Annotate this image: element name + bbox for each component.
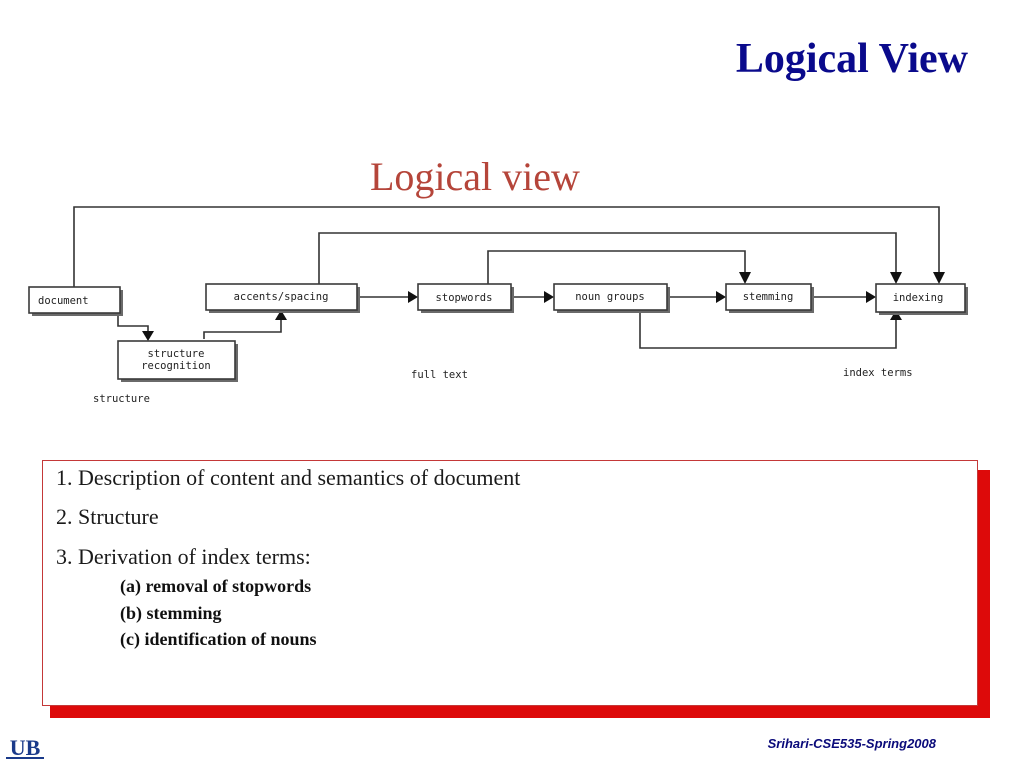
arrowhead-indexing-left	[866, 291, 876, 303]
node-noun-groups: noun groups	[553, 283, 670, 313]
logical-view-diagram: Logical view document structure recognit…	[28, 154, 968, 405]
node-accents-spacing-label: accents/spacing	[234, 291, 329, 303]
ub-logo-text: UB	[10, 735, 41, 760]
annotation-index-terms: index terms	[843, 367, 913, 379]
node-accents-spacing: accents/spacing	[205, 283, 360, 313]
node-structure-recognition-line1: structure	[148, 348, 205, 360]
edge-noun-groups-to-indexing	[639, 311, 897, 349]
diagram-heading: Logical view	[370, 154, 580, 199]
slide-title: Logical View	[735, 36, 968, 82]
point-2: 2. Structure	[56, 504, 159, 530]
annotation-full-text: full text	[411, 369, 468, 381]
annotation-structure: structure	[93, 393, 150, 405]
ub-logo: UB	[4, 732, 46, 762]
arrowhead-indexing-top-right	[933, 272, 945, 284]
node-structure-recognition: structure recognition	[117, 340, 238, 382]
sub-item-c: (c) identification of nouns	[120, 629, 317, 650]
node-stemming-label: stemming	[743, 291, 794, 303]
edge-stopwords-to-stemming	[487, 250, 746, 284]
text-box: 1. Description of content and semantics …	[42, 460, 978, 706]
arrowhead-stopwords	[408, 291, 418, 303]
sub-item-b: (b) stemming	[120, 602, 222, 623]
node-indexing-label: indexing	[893, 292, 944, 304]
node-document: document	[28, 286, 123, 316]
node-structure-recognition-line2: recognition	[141, 360, 211, 372]
node-noun-groups-label: noun groups	[575, 291, 645, 303]
edge-structure-recognition-to-accents	[203, 320, 282, 339]
arrowhead-indexing-top-left	[890, 272, 902, 284]
arrowhead-structure-recognition	[142, 331, 154, 341]
node-stopwords-label: stopwords	[436, 292, 493, 304]
node-document-label: document	[38, 295, 89, 307]
arrowhead-accents-bottom	[275, 310, 287, 320]
node-stemming: stemming	[725, 283, 814, 313]
node-indexing: indexing	[875, 283, 968, 315]
edge-accents-to-indexing	[318, 232, 897, 284]
arrowhead-noun-groups	[544, 291, 554, 303]
node-stopwords: stopwords	[417, 283, 514, 313]
footer-text: Srihari-CSE535-Spring2008	[767, 736, 936, 751]
edge-document-to-structure-recognition	[117, 313, 149, 331]
edge-document-to-indexing	[73, 206, 940, 287]
arrowhead-stemming-top	[739, 272, 751, 284]
point-1: 1. Description of content and semantics …	[56, 465, 521, 490]
sub-item-a: (a) removal of stopwords	[120, 576, 312, 597]
point-3: 3. Derivation of index terms:	[56, 543, 311, 569]
arrowhead-stemming	[716, 291, 726, 303]
